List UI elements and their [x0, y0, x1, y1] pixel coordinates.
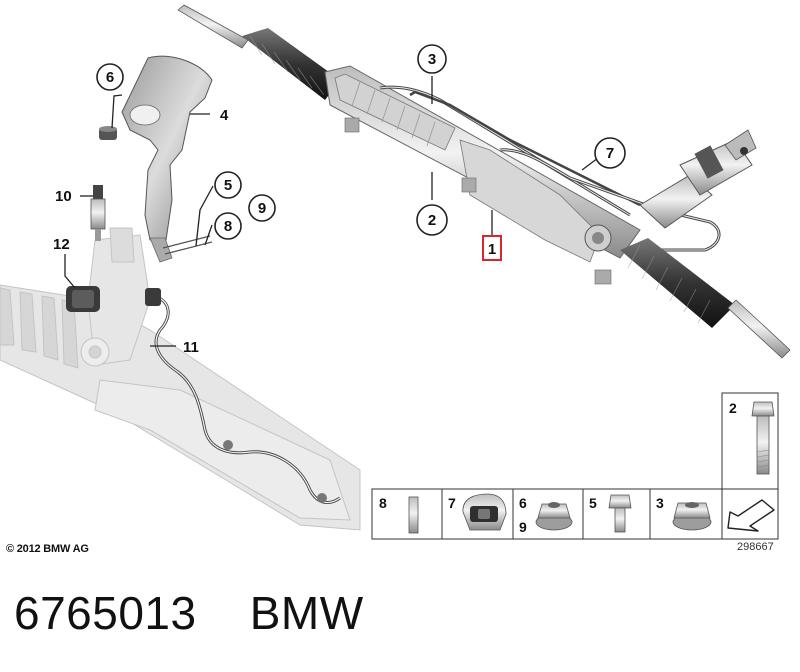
tray-num-8: 8	[379, 495, 387, 511]
callout-7: 7	[594, 137, 626, 169]
svg-text:5: 5	[224, 177, 232, 194]
solenoid-valve	[66, 286, 161, 312]
callout-6: 6	[96, 63, 124, 91]
leader-lines	[64, 76, 599, 347]
bolt-label: 2	[729, 400, 737, 416]
tray-num-5: 5	[589, 495, 597, 511]
svg-text:2: 2	[428, 212, 436, 229]
tray-num-3: 3	[656, 495, 664, 511]
item-6-nut	[99, 126, 117, 140]
svg-text:6: 6	[106, 69, 114, 86]
part-caption: 6765013 BMW	[14, 586, 364, 640]
callout-8: 8	[214, 212, 242, 240]
item-8-9-clip	[162, 235, 213, 255]
tray-num-6: 6	[519, 495, 527, 511]
callout-1: 1	[488, 241, 496, 258]
clamp-icon	[462, 493, 507, 531]
callout-3: 3	[417, 44, 447, 74]
direction-arrow-icon	[727, 499, 775, 532]
hex-bolt-icon	[751, 401, 775, 475]
hex-nut-icon	[672, 502, 712, 531]
tray-num-9: 9	[519, 519, 527, 535]
heat-shield	[121, 55, 213, 241]
callout-10: 10	[55, 188, 72, 205]
flange-nut-icon	[535, 502, 573, 531]
callout-4: 4	[220, 107, 229, 124]
callout-11: 11	[183, 339, 199, 356]
item-10-sleeve	[90, 185, 106, 241]
parts-diagram: 6 4 10 12 11 5 9 8 3 7 2 1 2	[0, 4, 791, 540]
short-bolt-icon	[608, 494, 632, 533]
steering-rack	[177, 4, 791, 359]
drawing-number: 298667	[737, 541, 774, 553]
svg-text:8: 8	[224, 218, 232, 235]
svg-text:3: 3	[428, 51, 436, 68]
tray-num-7: 7	[448, 495, 456, 511]
brand-name: BMW	[249, 587, 364, 639]
svg-text:7: 7	[606, 145, 614, 162]
part-number: 6765013	[14, 587, 197, 639]
callout-1-highlight: 1	[482, 235, 502, 261]
callout-2: 2	[416, 204, 448, 236]
copyright-notice: © 2012 BMW AG	[6, 543, 89, 555]
callout-9: 9	[248, 194, 276, 222]
callout-12: 12	[53, 236, 70, 253]
svg-text:9: 9	[258, 200, 266, 217]
hardware-tray: 2 8 7 6 9 5	[371, 392, 779, 540]
stud-icon	[408, 496, 419, 534]
callout-5: 5	[214, 171, 242, 199]
